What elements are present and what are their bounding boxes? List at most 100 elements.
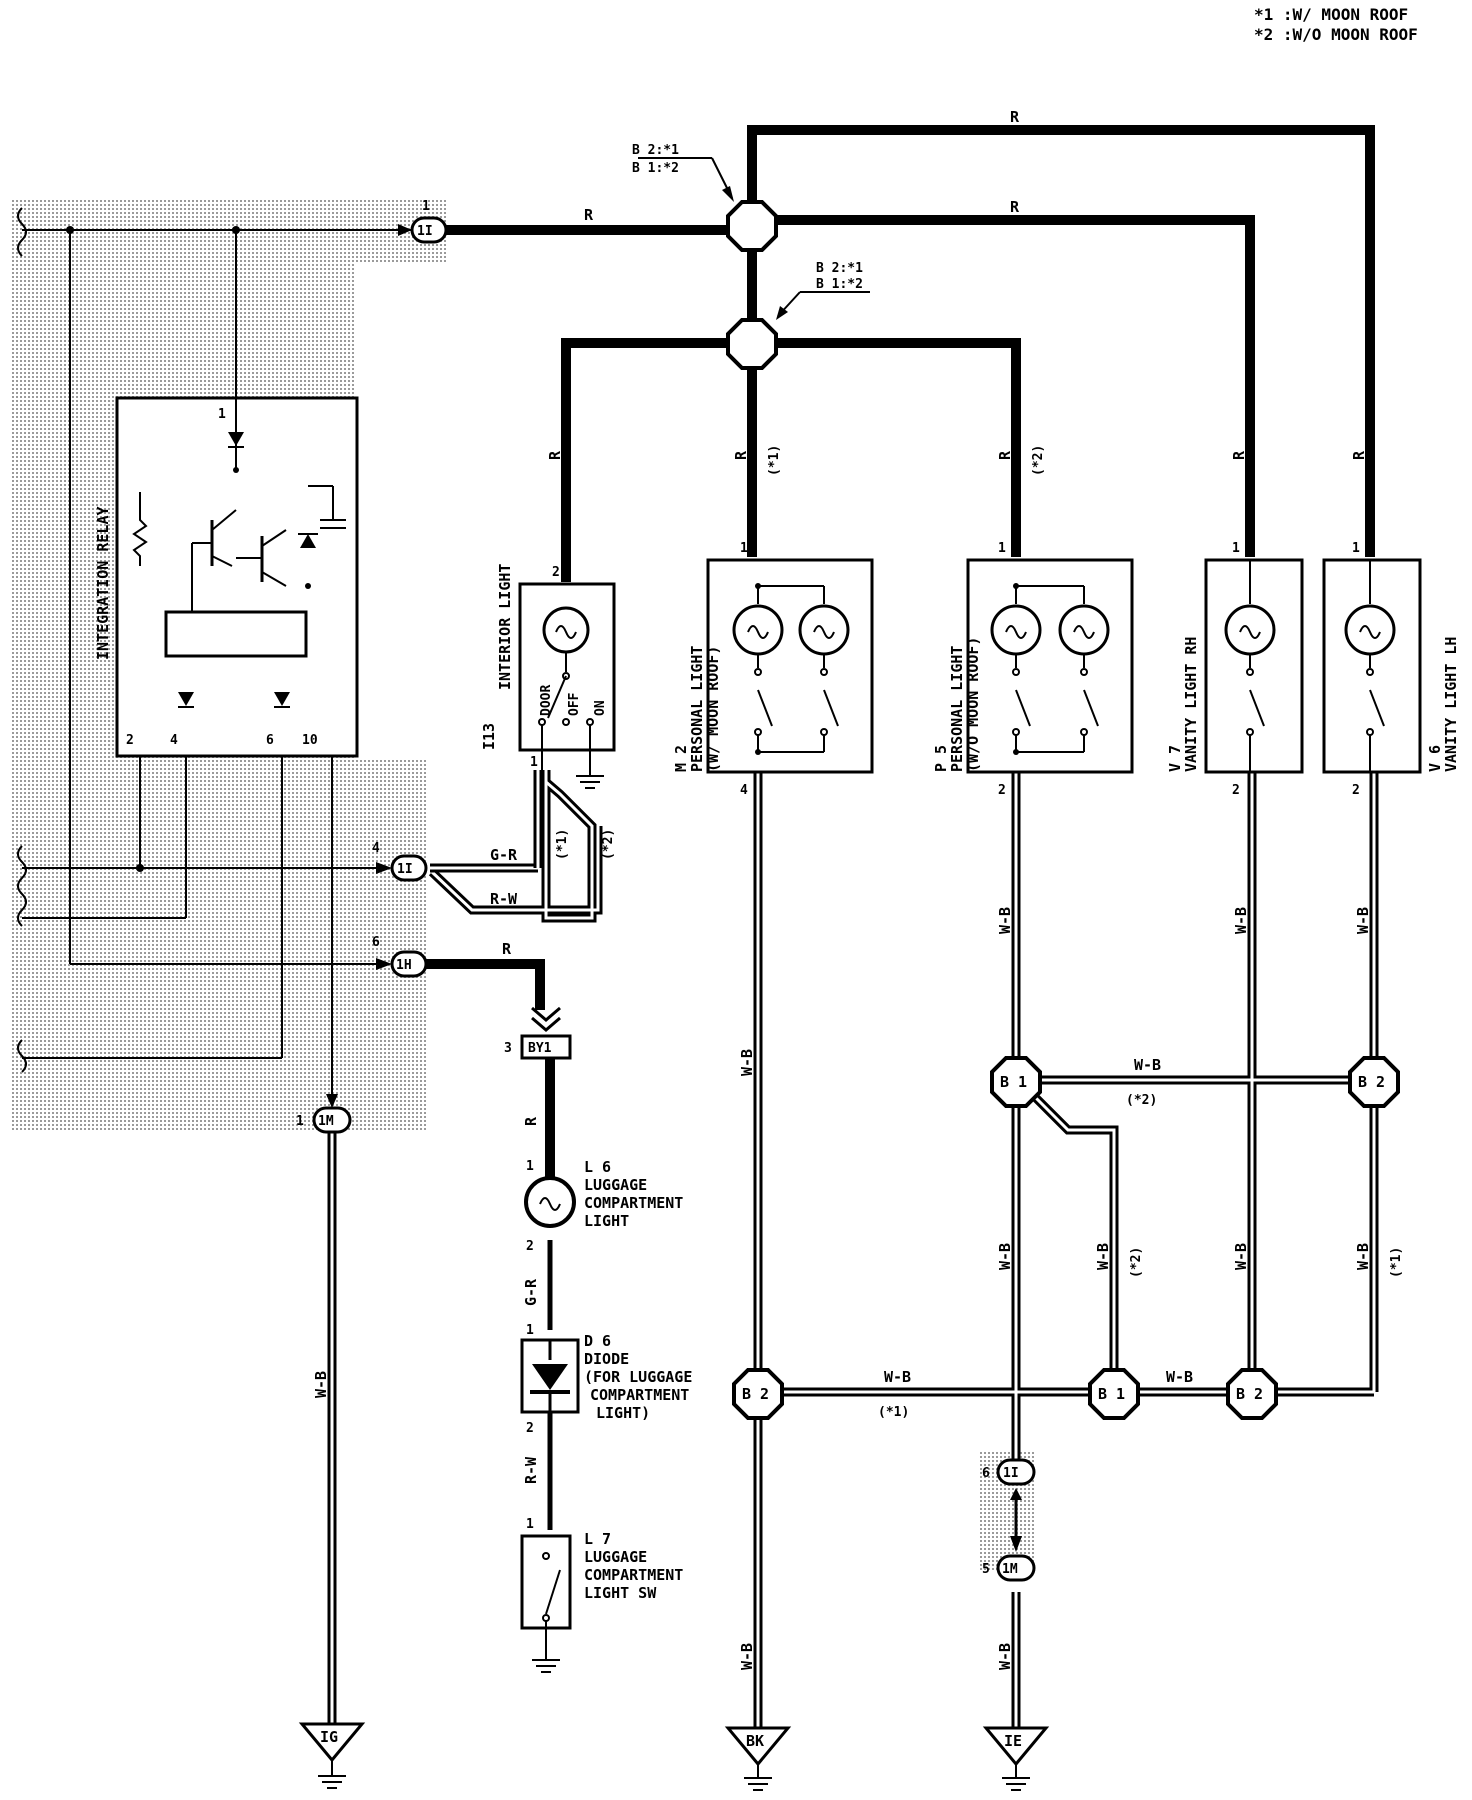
junction-b1-lower: B 1 [1088,1368,1140,1420]
diagram-label: L 7 [584,1530,611,1548]
wire-note: (*1) [878,1405,909,1420]
diagram-label: VANITY LIGHT LH [1442,637,1460,772]
wire-color: W-B [1166,1368,1193,1386]
connectors: 1I 1 1I 4 1H 6 1M 1 1I 6 [296,199,1036,1582]
diagram-shape [430,826,600,912]
diagram-shape [420,959,545,1010]
relay-title: INTEGRATION RELAY [94,506,112,660]
diagram-shape [747,625,769,639]
diagram-label: 1M [1002,1562,1018,1577]
diagram-label: LUGGAGE [584,1176,647,1194]
personal-light-m2: M 2 PERSONAL LIGHT (W/ MOON ROOF) 1 4 [672,541,874,798]
wire-color: R [1010,198,1020,216]
legend-line-1: *1 :W/ MOON ROOF [1254,5,1408,24]
diagram-shape [724,1726,792,1767]
diagram-shape [542,1552,550,1560]
diagram-shape [520,1034,572,1060]
diagram-label: ON [593,700,608,716]
diagram-shape [376,862,392,874]
diagram-label: 4 [372,841,380,856]
diagram-label: 2 [526,1239,534,1254]
switch-icon [1083,689,1099,727]
connector-1i-6: 1I 6 [982,1458,1036,1500]
diagram-shape [17,207,27,257]
diagram-shape [1204,558,1304,774]
connector-1m-5: 1M 5 [982,1536,1036,1582]
junction-b2-upper: B 2 [1348,1056,1400,1108]
integration-relay: INTEGRATION RELAY 1 2 4 6 10 [94,396,359,758]
luggage-light-l6: 1 2 L 6 LUGGAGE COMPARTMENT LIGHT [524,1158,683,1254]
wire-color: R [1230,450,1248,460]
diagram-label: BK [746,1732,764,1750]
junction-callout: B 1:*2 [816,277,863,292]
relay-pin: 1 [218,407,226,422]
diagram-shape [1246,668,1254,676]
diagram-label: 1 [526,1159,534,1174]
wire-note: (*2) [601,829,616,860]
diagram-shape [1010,1536,1022,1552]
wire-color: W-B [738,1049,756,1076]
diagram-shape [1012,668,1020,676]
diagram-label: 1 [296,1114,304,1129]
wire-color: R [732,450,750,460]
diagram-label: IE [1004,1732,1022,1750]
diagram-label: IG [320,1728,338,1746]
diagram-label: 1 [526,1517,534,1532]
wire-color: R [1350,450,1368,460]
diagram-label: 2 [552,565,560,580]
wire-color: W-B [1094,1243,1112,1270]
break-marks [17,207,27,1073]
wire-note: (*1) [555,829,570,860]
diagram-label: OFF [567,692,582,716]
diode-icon [532,1364,568,1390]
r-junctions: B 2:*1 B 1:*2 B 2:*1 B 1:*2 [632,143,870,370]
relay-pin: 4 [170,733,178,748]
diagram-label: VANITY LIGHT RH [1182,637,1200,772]
ground-terminals: IG BK IE [298,1722,1050,1791]
wire-note: (*2) [1126,1093,1157,1108]
connector-1m: 1M 1 [296,1094,352,1134]
diagram-label: M 2 [672,745,690,772]
junction-node [726,318,778,370]
connector-1h: 1H 6 [372,935,428,978]
diagram-shape [539,1197,561,1211]
diagram-label: LUGGAGE [584,1548,647,1566]
diagram-label: 5 [982,1562,990,1577]
diagram-label: DIODE [584,1350,629,1368]
wire-color: W-B [1354,1243,1372,1270]
diagram-shape [305,583,311,589]
diagram-shape [747,125,1375,557]
diagram-label: 6 [982,1466,990,1481]
diagram-label: B 1 [1098,1385,1125,1403]
switch-icon [823,689,839,727]
diagram-label: I13 [480,723,498,750]
diagram-label: COMPARTMENT [584,1566,683,1584]
connector-1i: 1I 1 [398,199,448,244]
ground-ie: IE [982,1726,1050,1791]
wb-junctions: B 1 B 2 B 2 B 1 B 2 [732,1056,1400,1420]
wire-color: R [996,450,1014,460]
diagram-shape [820,668,828,676]
diagram-label: 3 [504,1041,512,1056]
diode-icon [178,692,194,706]
diagram-shape [376,958,392,970]
connector-1i-4: 1I 4 [372,841,428,882]
wire-note: (*1) [767,445,782,476]
diagram-shape [531,1016,561,1032]
diagram-label: 6 [372,935,380,950]
diode-icon [274,692,290,706]
junction-callout: B 2:*1 [632,143,679,158]
wire-labels: R R R R R (*1) R (*2) R R G-R R-W (*1) (… [312,108,1404,1670]
diagram-shape [1239,625,1261,639]
diagram-shape [326,1094,338,1108]
diagram-shape [996,1554,1036,1582]
diagram-label: BY1 [528,1041,552,1056]
diagram-shape [966,558,1134,774]
wire-color: W-B [1134,1056,1161,1074]
diagram-shape [1359,625,1381,639]
wire-color: W-B [996,1243,1014,1270]
r-harness [420,125,1375,1180]
diagram-label: B 2 [1358,1073,1385,1091]
junction-b2-left: B 2 [732,1368,784,1420]
